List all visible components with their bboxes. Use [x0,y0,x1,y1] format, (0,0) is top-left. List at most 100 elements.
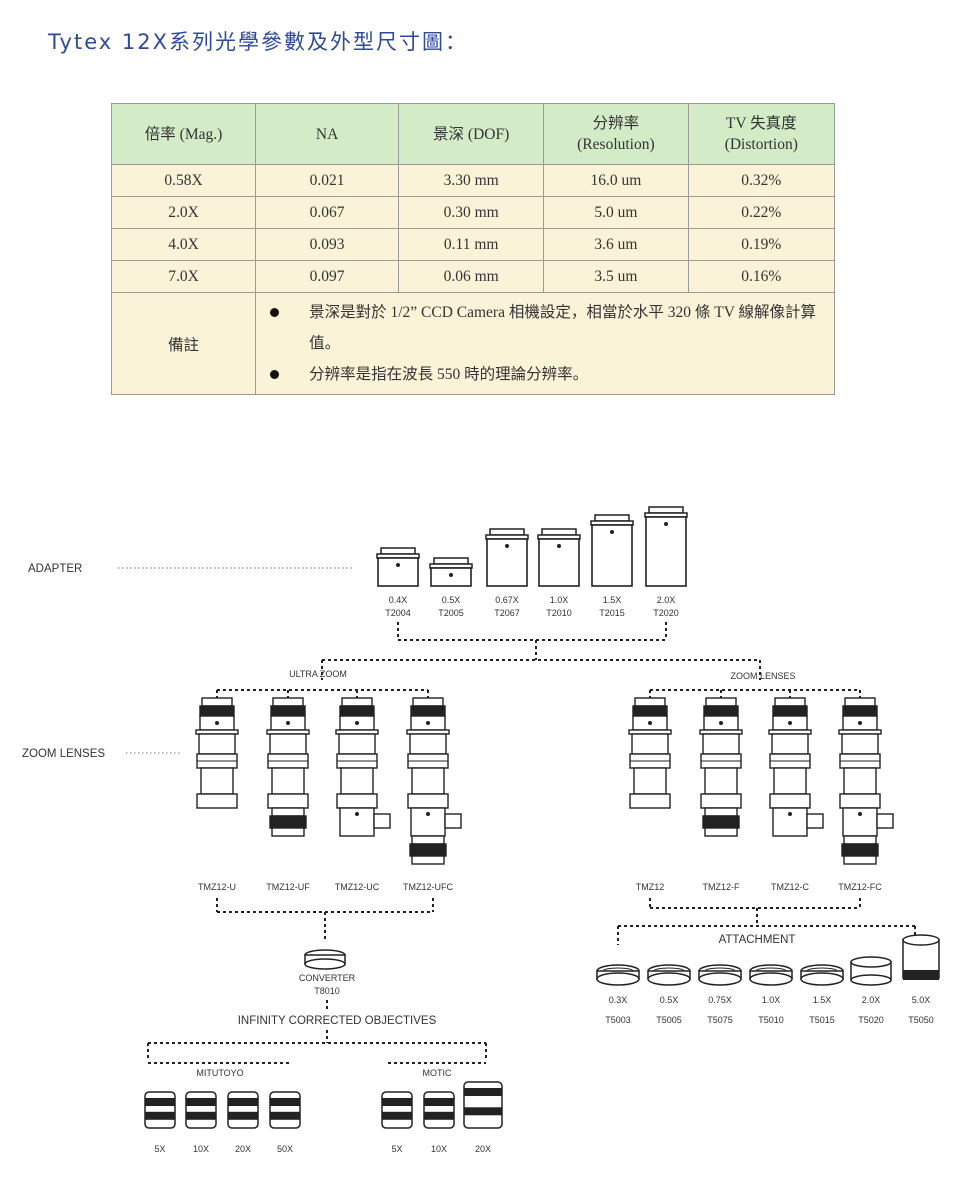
page-heading: Tytex 12X系列光學參數及外型尺寸圖： [48,30,468,54]
adapter-screw [449,573,453,577]
header-text: TV 失真度 [725,115,797,132]
lens-black-band [842,705,878,717]
objective-band [424,1098,454,1106]
table-cell: 3.6 um [543,228,689,261]
objective-drawing [185,1091,217,1129]
objective-band [464,1107,502,1116]
mitutoyo-objective-label: 50X [277,1144,293,1154]
lens-fine-bottom [843,855,877,865]
lens-mid-body [631,733,669,755]
lens-lower-body [773,767,807,795]
objective-band [145,1111,175,1120]
converter-drawing [304,949,346,970]
lens-bottom-ring [196,793,238,809]
mitutoyo-objective-label: 5X [154,1144,165,1154]
adapter-cap [433,557,469,565]
adapter-drawing [485,528,529,587]
lens-black-band [199,705,235,717]
zoom-lens-drawing [628,697,672,809]
note-item: 景深是對於 1/2” CCD Camera 相機設定，相當於水平 320 條 T… [262,297,824,359]
lens-fine-bottom [411,855,445,865]
lens-fine-bottom [271,827,305,837]
objective-band [186,1098,216,1106]
table-cell: 4.0X [110,228,257,261]
lens-top-ring [774,697,806,707]
lens-screw [215,721,219,725]
attachment-top [850,956,892,968]
lens-fine-knurl [702,815,740,829]
motic-objective-label: 20X [475,1144,491,1154]
lens-top-ring [634,697,666,707]
lens-side-port [806,813,824,829]
header-dof: 景深 (DOF) [398,103,545,165]
adapter-cap [541,528,577,536]
table-cell: 0.06 mm [398,260,545,293]
attachment-drawing [647,964,691,986]
lens-mid-body [409,733,447,755]
lens-fine-top [411,835,445,845]
mitutoyo-objective-label: 20X [235,1144,251,1154]
attachment-bottom [596,972,640,986]
attachment-drawing [800,964,844,986]
lens-fine-top [843,835,877,845]
lens-black-band [339,705,375,717]
optical-spec-table: 倍率 (Mag.) NA 景深 (DOF) 分辨率(Resolution) TV… [110,103,836,395]
notes-cell: 景深是對於 1/2” CCD Camera 相機設定，相當於水平 320 條 T… [255,292,835,395]
header-resolution: 分辨率(Resolution) [543,103,689,165]
table-cell: 0.067 [255,196,400,229]
header-subtext: (Resolution) [577,136,655,153]
objective-band [382,1098,412,1106]
group-label-attachment: ATTACHMENT [719,934,796,946]
lens-lower-body [704,767,738,795]
attachment-bottom [850,974,892,986]
attachment-bottom [749,972,793,986]
lens-screw [719,721,723,725]
header-magnification: 倍率 (Mag.) [110,103,257,165]
lens-top-ring [844,697,876,707]
lens-side-port [876,813,894,829]
adapter-screw [557,544,561,548]
objective-drawing [227,1091,259,1129]
lens-mid-body [771,733,809,755]
lens-mid-body [841,733,879,755]
attachment-mag-label: 5.0X [912,995,931,1005]
objective-band [270,1111,300,1120]
adapter-body [377,557,419,587]
table-cell: 16.0 um [543,164,689,197]
objective-band [270,1098,300,1106]
lens-fine-bottom [704,827,738,837]
zoom-model-label: TMZ12-C [771,882,810,892]
group-label-motic: MOTIC [423,1068,452,1078]
attachment-drawing [850,956,892,986]
lens-lower-body [271,767,305,795]
attachment-mag-label: 0.5X [660,995,679,1005]
attachment-drawing [698,964,742,986]
objective-drawing [423,1091,455,1129]
lens-bottom-ring [629,793,671,809]
attachment-drawing [596,964,640,986]
lens-bottom-ring [700,793,742,809]
lens-top-ring [341,697,373,707]
ultra-zoom-model-label: TMZ12-UFC [403,882,453,892]
ultra-zoom-model-label: TMZ12-U [198,882,236,892]
lens-screw [788,812,792,816]
attachment-mag-label: 0.75X [708,995,732,1005]
attachment-band [903,970,939,980]
attachment-code-label: T5015 [809,1015,835,1025]
lens-lower-body [411,767,445,795]
note-text: 分辨率是指在波長 550 時的理論分辨率。 [309,366,589,383]
adapter-mag-label: 2.0X [657,595,676,605]
table-cell: 0.30 mm [398,196,545,229]
table-header-row: 倍率 (Mag.) NA 景深 (DOF) 分辨率(Resolution) TV… [110,103,836,165]
lens-fine-knurl [409,843,447,857]
objective-drawing [269,1091,301,1129]
attachment-bottom [800,972,844,986]
lens-fine-knurl [841,843,879,857]
zoom-lens-drawing [195,697,239,809]
group-label-zoom-lenses: ZOOM LENSES [730,671,795,681]
attachment-drawing [902,934,940,980]
adapter-screw [610,530,614,534]
objective-band [382,1111,412,1120]
lens-screw [858,812,862,816]
